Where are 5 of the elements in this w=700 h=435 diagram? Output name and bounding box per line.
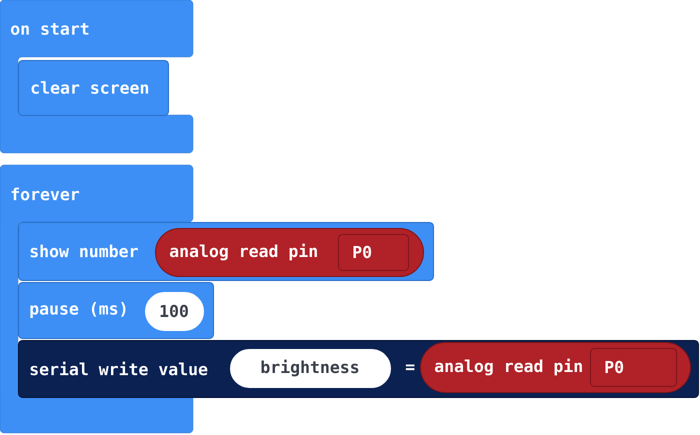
dropdown-field: P0 xyxy=(590,348,677,387)
dropdown-field: P0 xyxy=(338,234,409,271)
input-field: brightness xyxy=(230,349,391,388)
input-field: 100 xyxy=(145,292,204,331)
statement-block: clear screen xyxy=(18,60,169,116)
